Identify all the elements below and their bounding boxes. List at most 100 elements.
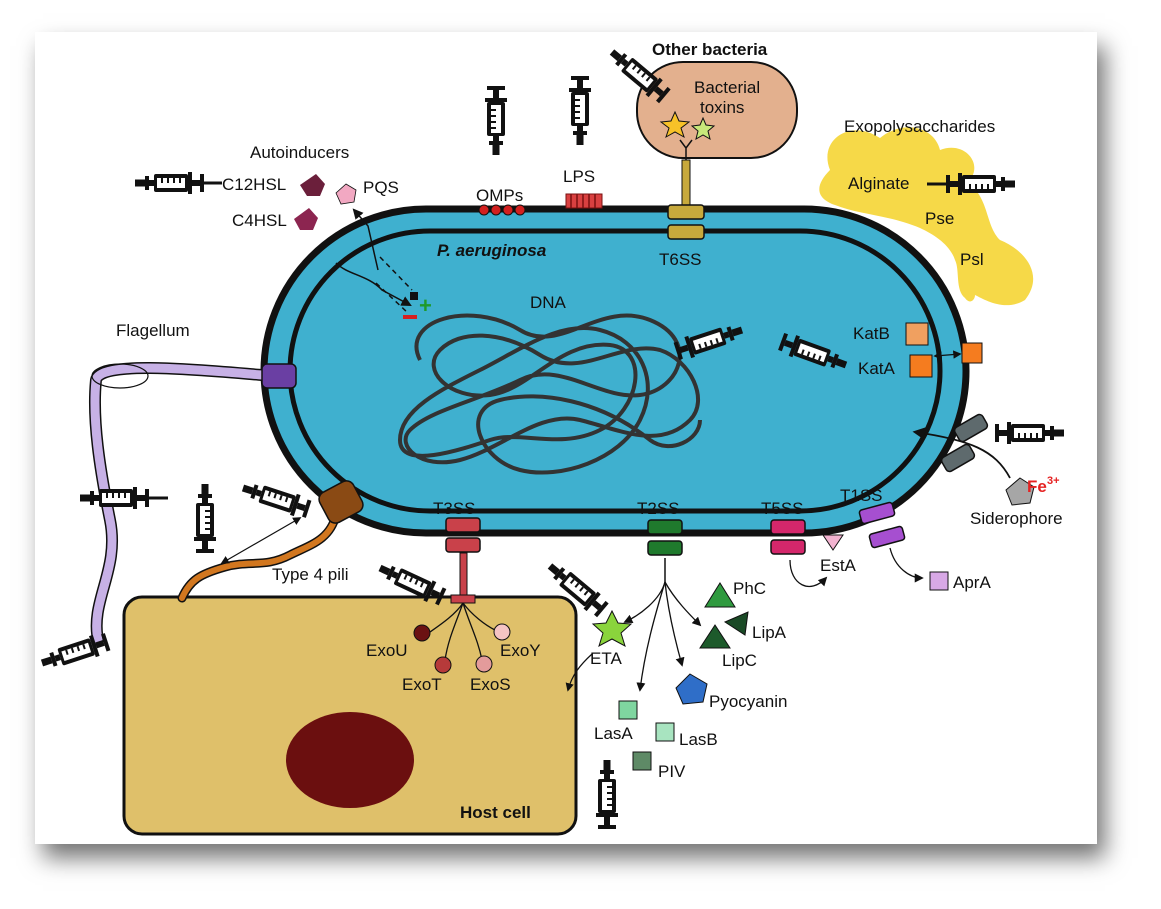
lipa-label: LipA [752,623,787,642]
t6ss-needle [681,159,691,207]
syringe-icon [484,85,508,156]
syringe-icon [193,483,217,554]
other-bacteria-cell [636,61,798,159]
organism-label: P. aeruginosa [437,241,546,260]
t3ss-effector-arrows [429,602,496,661]
exos-label: ExoS [470,675,511,694]
host-nucleus [286,712,414,808]
katb-square-icon [905,322,929,346]
exou-circle-icon [413,624,431,642]
syringe-icon [238,476,314,521]
t2ss-outer [647,519,683,535]
lipa-triangle-icon [723,611,749,636]
exopolysaccharide-matrix [819,127,1034,306]
lasb-square-icon [655,722,675,742]
inner-membrane [287,228,943,514]
lps-label: LPS [563,167,595,186]
esta-triangle-icon [822,534,844,551]
fe-label: Fe [1027,477,1047,496]
syringe-icon [994,421,1065,445]
siderophore-pentagon-icon [1005,477,1035,506]
omp-icon [514,204,526,216]
t1ss-inner [868,525,906,549]
lipc-label: LipC [722,651,757,670]
host-cell-label: Host cell [460,803,531,822]
phc-triangle-icon [704,582,736,608]
t5ss-secretion-arrow [789,559,828,588]
lasa-label: LasA [594,724,633,743]
dna-label: DNA [530,293,567,312]
minus-icon [403,315,417,319]
exou-label: ExoU [366,641,408,660]
siderophore-receptor [940,413,989,473]
apra-square-icon [929,571,949,591]
t3ss-translocon [450,594,476,604]
phc-label: PhC [733,579,766,598]
t3ss-needle [459,552,468,596]
apra-label: AprA [953,573,991,592]
qs-regulator [410,292,418,300]
qs-dashed-line [379,256,413,291]
c12hsl-label: C12HSL [222,175,286,194]
omp-icon [478,204,490,216]
pqs-label: PQS [363,178,399,197]
syringe-icon [79,486,150,510]
t6ss-tip [679,139,693,162]
pyocyanin-pentagon-icon [675,673,708,705]
alginate-label: Alginate [848,174,909,193]
flagellum-motor [261,363,297,389]
t3ss-label: T3SS [433,499,476,518]
psl-label: Psl [960,250,984,269]
bacterial-toxins-label-line1: Bacterial [694,78,760,97]
pilus-retraction-arrow [220,517,302,564]
t1ss-label: T1SS [840,486,883,505]
c4hsl-label: C4HSL [232,211,287,230]
syringe-icon [134,171,205,195]
pyocyanin-label: Pyocyanin [709,692,787,711]
toxin-star-icon [659,110,691,139]
exot-label: ExoT [402,675,442,694]
esta-label: EstA [820,556,857,575]
qs-dashed-line [375,282,409,314]
exopolysaccharides-label: Exopolysaccharides [844,117,995,136]
t6ss-inner [667,224,705,240]
eta-entry-arrow [565,653,593,692]
t5ss-label: T5SS [761,499,804,518]
t1ss-secretion-arrow [889,547,924,583]
syringe-icon [568,75,592,146]
type4pili-label: Type 4 pili [272,565,349,584]
t5ss-inner [770,539,806,555]
siderophore-uptake-arrow [912,427,1011,479]
toxin-star-icon [690,116,716,141]
t6ss-label: T6SS [659,250,702,269]
kata-square-icon [909,354,933,378]
exos-circle-icon [475,655,493,673]
lasb-label: LasB [679,730,718,749]
t2ss-to-lasa-arrow [636,581,666,692]
eta-star-icon [591,609,633,648]
t5ss-outer [770,519,806,535]
qs-arrow [335,262,412,306]
t2ss-label: T2SS [637,499,680,518]
piv-square-icon [632,751,652,771]
t2ss-inner [647,540,683,556]
t2ss-to-lipases-arrow [664,581,702,627]
t3ss-outer [445,517,481,533]
syringe-icon [595,759,619,830]
pse-label: Pse [925,209,954,228]
kata-periplasm-square-icon [961,342,983,364]
lps-icon [565,193,603,209]
eta-label: ETA [590,649,622,668]
kata-label: KatA [858,359,896,378]
autoinducers-label: Autoinducers [250,143,349,162]
omps-label: OMPs [476,186,523,205]
qs-export-arrow [352,208,379,271]
lasa-square-icon [618,700,638,720]
t1ss-outer [858,501,896,525]
omp-icon [490,204,502,216]
c12hsl-pentagon-icon [300,174,325,196]
dna-chromosome [397,313,702,475]
exot-circle-icon [434,656,452,674]
exoy-circle-icon [493,623,511,641]
